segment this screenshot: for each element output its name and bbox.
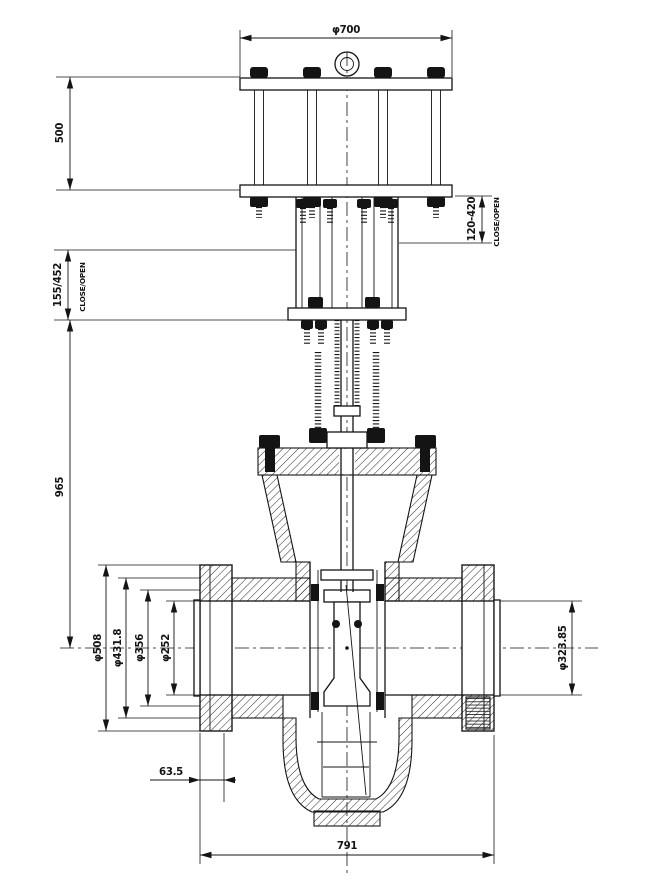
tie-rod-nuts-bottom bbox=[250, 197, 445, 218]
bottom-dome bbox=[282, 717, 413, 827]
stem-collar bbox=[333, 405, 361, 417]
dim-face-to-face: 791 bbox=[199, 733, 495, 864]
stem-assembly bbox=[309, 320, 385, 592]
yoke-plate-bolt bbox=[365, 297, 380, 308]
gate-disc bbox=[323, 601, 371, 707]
gate-lower-guide bbox=[317, 712, 377, 798]
yoke-lower-studs bbox=[301, 320, 393, 346]
drain-plug bbox=[313, 810, 381, 827]
dim-stroke-right-label: 120-420 bbox=[467, 196, 478, 241]
dim-flange-od: φ508 bbox=[93, 564, 200, 732]
gland-nut bbox=[367, 428, 385, 443]
yoke bbox=[287, 197, 407, 346]
seat-ring bbox=[311, 692, 319, 710]
dim-stroke-left: 155/452 CLOSE/OPEN bbox=[53, 249, 296, 321]
valve-body bbox=[193, 561, 501, 798]
dim-actuator-height-label: 500 bbox=[55, 123, 66, 144]
right-raised-face bbox=[493, 599, 501, 697]
seat-ring bbox=[376, 692, 384, 710]
dim-bottom-offset: 63.5 bbox=[150, 733, 236, 802]
dim-face-to-face-label: 791 bbox=[337, 841, 358, 852]
yoke-plate bbox=[287, 307, 407, 321]
dim-stroke-left-label: 155/452 bbox=[53, 263, 64, 307]
tie-rod-nuts-top bbox=[250, 67, 445, 78]
dim-raised-face: φ356 bbox=[135, 589, 200, 707]
seat-ring bbox=[311, 584, 319, 601]
dim-actuator-height: 500 bbox=[55, 76, 240, 191]
bonnet bbox=[257, 435, 437, 563]
bonnet-neck-wall bbox=[261, 474, 297, 563]
dim-top-width-label: φ700 bbox=[332, 25, 360, 36]
dim-pipe-od-label: φ323.85 bbox=[558, 625, 569, 670]
seat-ring bbox=[376, 584, 384, 601]
gland-nut bbox=[309, 428, 327, 443]
gland-follower bbox=[326, 431, 368, 449]
yoke-plate-bolt bbox=[308, 297, 323, 308]
dim-pipe-od: φ323.85 bbox=[500, 600, 582, 696]
dim-center-height: 965 bbox=[55, 320, 74, 648]
dim-center-height-label: 965 bbox=[55, 477, 66, 498]
lifting-eye bbox=[334, 51, 360, 77]
bonnet-bolt bbox=[415, 435, 436, 448]
actuator-bottom-plate bbox=[239, 184, 453, 198]
bonnet-neck-wall bbox=[397, 474, 433, 563]
dim-bolt-circle-label: φ431.8 bbox=[113, 629, 124, 668]
dim-stroke-left-note: CLOSE/OPEN bbox=[78, 262, 87, 312]
dim-bore: φ252 bbox=[161, 600, 200, 696]
dim-raised-face-label: φ356 bbox=[135, 634, 146, 662]
section-diagonal bbox=[345, 584, 367, 796]
bonnet-bolt bbox=[259, 435, 280, 448]
dim-bottom-offset-label: 63.5 bbox=[159, 767, 183, 778]
bolt-hole-thread bbox=[465, 696, 491, 730]
dim-flange-od-label: φ508 bbox=[93, 634, 104, 662]
dim-bolt-circle: φ431.8 bbox=[113, 577, 200, 719]
actuator-top-plate bbox=[239, 77, 453, 91]
dim-bore-label: φ252 bbox=[161, 634, 172, 662]
dim-stroke-right-note: CLOSE/OPEN bbox=[492, 197, 501, 247]
backseat-bushing bbox=[320, 569, 374, 581]
tie-rods bbox=[254, 90, 441, 185]
actuator bbox=[239, 51, 453, 218]
dim-top-width: φ700 bbox=[239, 25, 453, 77]
dim-stroke-right: 120-420 CLOSE/OPEN bbox=[399, 195, 501, 247]
left-raised-face bbox=[193, 599, 201, 697]
